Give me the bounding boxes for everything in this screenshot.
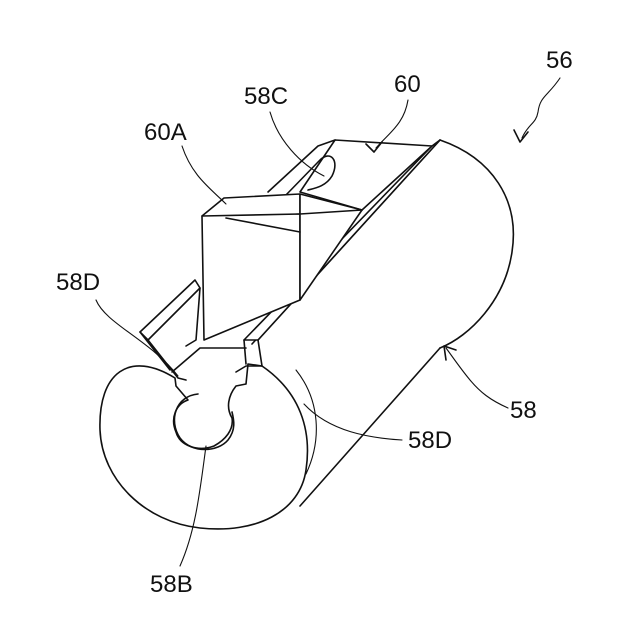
- label-58d-right: 58D: [408, 427, 452, 454]
- label-60a: 60A: [144, 119, 187, 146]
- label-58d-left: 58D: [56, 269, 100, 296]
- slider: [202, 140, 432, 340]
- label-58: 58: [510, 397, 537, 424]
- labels: 56 60 58C 60A 58D 58 58D 58B: [56, 47, 573, 598]
- label-58c: 58C: [244, 83, 288, 110]
- label-58b: 58B: [150, 571, 193, 598]
- label-60: 60: [394, 71, 421, 98]
- label-56: 56: [546, 47, 573, 74]
